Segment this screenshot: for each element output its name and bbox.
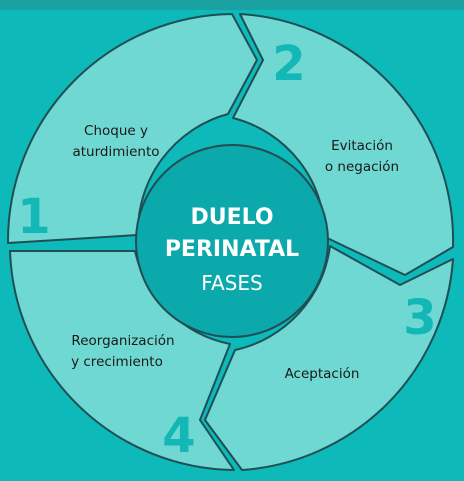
phase-3-number: 3 [403, 290, 436, 346]
phase-2-label-line-1: Evitación [331, 138, 393, 154]
phase-1-number: 1 [17, 189, 50, 245]
top-bar [0, 0, 464, 10]
phase-1-label-line-2: aturdimiento [72, 144, 159, 160]
phase-2-segment [232, 13, 455, 276]
phase-4-label-line-2: y crecimiento [71, 354, 163, 370]
title-line-3: FASES [201, 271, 262, 295]
title-line-2: PERINATAL [165, 237, 299, 262]
phase-1-label-line-1: Choque y [84, 123, 148, 139]
phase-2-label-line-2: o negación [325, 159, 399, 175]
center-circle [135, 144, 329, 338]
phase-4-number: 4 [162, 408, 195, 464]
phase-2-number: 2 [272, 36, 305, 92]
phase-1-segment [6, 13, 258, 244]
title-line-1: DUELO [190, 205, 273, 230]
phase-3-label-line-1: Aceptación [285, 366, 360, 382]
phase-4-label-line-1: Reorganización [71, 333, 174, 349]
